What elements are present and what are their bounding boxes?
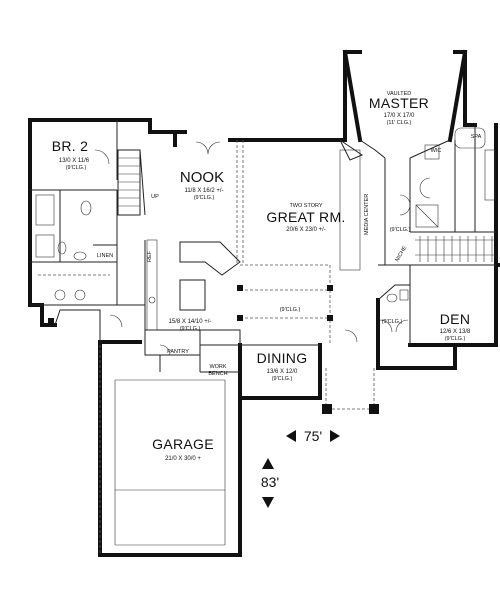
pantry-label: PANTRY bbox=[167, 349, 189, 355]
room-name: BR. 2 bbox=[52, 138, 89, 154]
room-ceiling: (9'CLG.) bbox=[445, 336, 466, 342]
interior-walls bbox=[30, 120, 496, 555]
room-dims: 20/6 X 23/0 +/- bbox=[286, 227, 326, 233]
room-master: VAULTED MASTER 17/0 X 17/0 (11' CLG.) bbox=[369, 91, 429, 126]
room-dims: 11/8 X 16/2 +/- bbox=[184, 188, 223, 194]
room-name: DEN bbox=[440, 311, 470, 327]
room-dims: 17/0 X 17/0 bbox=[384, 113, 415, 119]
work-bench-label-2: BENCH bbox=[208, 371, 227, 377]
room-ceiling: (9'CLG.) bbox=[180, 326, 201, 332]
arrow-down-icon bbox=[262, 497, 274, 508]
media-center-label: MEDIA CENTER bbox=[364, 194, 370, 235]
doors bbox=[94, 141, 431, 356]
ceiling-9-label: (9'CLG.) bbox=[280, 307, 301, 313]
room-br2: BR. 2 13/0 X 11/6 (9'CLG.) bbox=[52, 138, 90, 171]
room-ceiling: (11' CLG.) bbox=[387, 120, 412, 126]
room-dims: 21/0 X 30/0 + bbox=[165, 456, 201, 462]
width-dimension: 75' bbox=[304, 428, 322, 444]
room-name: GREAT RM. bbox=[266, 209, 345, 225]
room-ceiling: (9'CLG.) bbox=[272, 376, 293, 382]
niche-label: NICHE bbox=[395, 245, 409, 263]
room-garage: GARAGE 21/0 X 30/0 + bbox=[152, 436, 214, 462]
room-name: GARAGE bbox=[152, 436, 214, 452]
stair-up-label: UP bbox=[151, 194, 159, 200]
wic-label: WIC bbox=[431, 148, 442, 154]
work-bench-label-1: WORK bbox=[209, 364, 226, 370]
room-dims: 13/0 X 11/6 bbox=[59, 158, 90, 164]
room-kitchen: 15/8 X 14/10 +/- (9'CLG.) bbox=[169, 319, 212, 332]
depth-dimension: 83' bbox=[261, 474, 279, 490]
room-den: DEN 12/6 X 13/8 (9'CLG.) bbox=[440, 311, 471, 342]
room-nook: NOOK 11/8 X 16/2 +/- (9'CLG.) bbox=[180, 169, 224, 201]
room-dims: 13/6 X 12/0 bbox=[267, 369, 298, 375]
master-bath-ceiling-label: (9'CLG.) bbox=[390, 227, 411, 233]
fixtures bbox=[35, 127, 496, 331]
room-dims: 12/6 X 13/8 bbox=[440, 329, 471, 335]
room-name: NOOK bbox=[180, 169, 224, 186]
room-pre: TWO STORY bbox=[289, 203, 322, 209]
small-labels: LINEN UP PANTRY WORK BENCH SPA MEDIA CEN… bbox=[97, 134, 482, 377]
room-name: DINING bbox=[257, 350, 308, 366]
room-ceiling: (9'CLG.) bbox=[194, 195, 215, 201]
arrow-left-icon bbox=[286, 430, 296, 442]
room-dims: 15/8 X 14/10 +/- bbox=[169, 319, 212, 325]
linen-label: LINEN bbox=[97, 253, 113, 259]
arrow-up-icon bbox=[262, 458, 274, 469]
den-door-ceiling-label: (9'CLG.) bbox=[382, 319, 403, 325]
room-great: TWO STORY GREAT RM. 20/6 X 23/0 +/- bbox=[266, 203, 345, 233]
ref-label: REF bbox=[147, 250, 153, 262]
room-dining: DINING 13/6 X 12/0 (9'CLG.) bbox=[257, 350, 308, 382]
arrow-right-icon bbox=[330, 430, 340, 442]
room-name: MASTER bbox=[369, 95, 429, 111]
overall-width-marker: 75' bbox=[286, 428, 340, 444]
spa-label: SPA bbox=[471, 134, 482, 140]
room-pre: VAULTED bbox=[387, 91, 412, 97]
room-ceiling: (9'CLG.) bbox=[66, 165, 87, 171]
overall-depth-marker: 83' bbox=[261, 458, 279, 508]
